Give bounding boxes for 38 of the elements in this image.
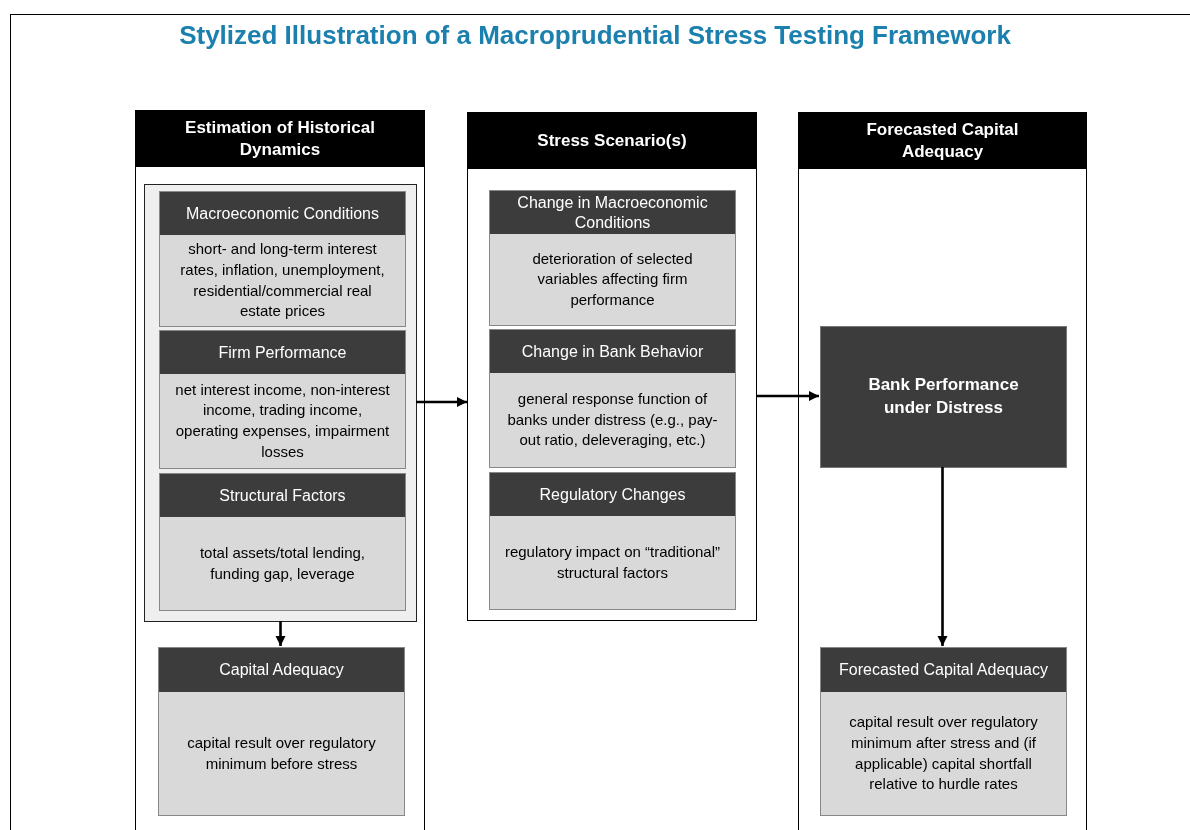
card-header: Structural Factors	[160, 474, 405, 517]
column-header: Stress Scenario(s)	[468, 113, 756, 169]
result-box	[820, 326, 1067, 468]
card-body: total assets/total lending, funding gap, leverage	[160, 517, 405, 610]
card-body: net interest income, non-interest income, trading income, operating expenses, impairment losses	[160, 374, 405, 468]
box-text: Bank Performance under Distress	[867, 374, 1020, 419]
card-body: capital result over regulatory minimum after stress and (if applicable) capital shortfall relative to hurdle rates	[821, 692, 1066, 815]
card-body: regulatory impact on “traditional” structural factors	[490, 516, 735, 609]
card-header: Change in Macroeconomic Conditions	[490, 191, 735, 234]
info-card	[820, 647, 1067, 816]
card-body: capital result over regulatory minimum before stress	[159, 692, 404, 815]
info-card	[159, 473, 406, 611]
arrow	[757, 390, 819, 402]
card-body: general response function of banks under distress (e.g., pay-out ratio, deleveraging, etc.)	[490, 373, 735, 467]
card-header: Regulatory Changes	[490, 473, 735, 516]
info-card	[159, 191, 406, 327]
card-header: Capital Adequacy	[159, 648, 404, 692]
info-card	[159, 330, 406, 469]
card-header: Firm Performance	[160, 331, 405, 374]
card-header: Macroeconomic Conditions	[160, 192, 405, 235]
card-body: deterioration of selected variables affecting firm performance	[490, 234, 735, 325]
group-panel	[144, 184, 417, 622]
column-panel	[798, 112, 1087, 830]
info-card	[158, 647, 405, 816]
arrow	[275, 621, 286, 646]
arrow	[416, 396, 467, 408]
info-card	[489, 472, 736, 610]
diagram-title: Stylized Illustration of a Macroprudential Stress Testing Framework	[178, 20, 1012, 51]
card-header: Change in Bank Behavior	[490, 330, 735, 373]
info-card	[489, 329, 736, 468]
card-body: short- and long-term interest rates, inflation, unemployment, residential/commercial real estate prices	[160, 235, 405, 326]
column-header: Forecasted Capital Adequacy	[799, 113, 1086, 169]
card-header: Forecasted Capital Adequacy	[821, 648, 1066, 692]
column-header: Estimation of Historical Dynamics	[136, 111, 424, 167]
info-card	[489, 190, 736, 326]
column-panel	[467, 112, 757, 621]
column-panel	[135, 110, 425, 830]
arrow	[937, 467, 948, 646]
